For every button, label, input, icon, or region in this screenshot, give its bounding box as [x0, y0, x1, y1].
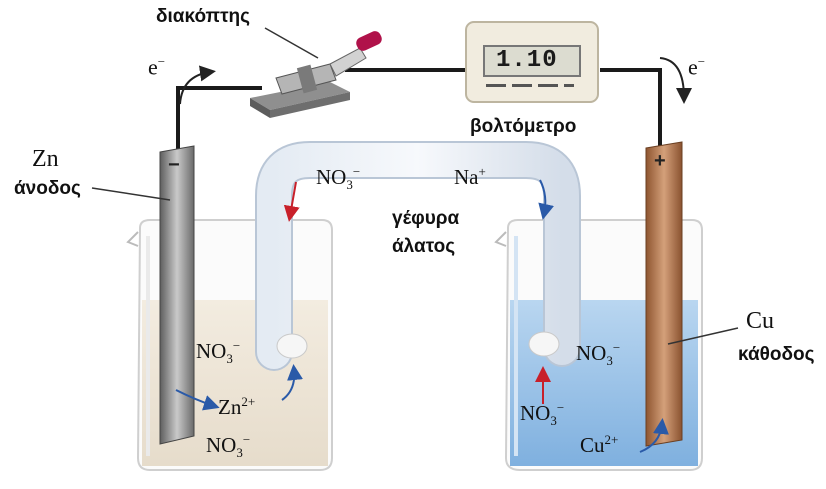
- voltmeter-label: βολτόμετρο: [470, 116, 577, 137]
- switch: [250, 31, 382, 118]
- zinc-electrode: [159, 145, 195, 445]
- bridge-plug-left: [276, 333, 308, 359]
- ion-nitrate-bridge: NO3−: [316, 164, 361, 193]
- ion-nitrate-left-lower: NO3−: [206, 432, 251, 461]
- ion-copper: Cu2+: [580, 432, 619, 457]
- ion-nitrate-right-upper: NO3−: [576, 340, 621, 369]
- zinc-ion-arrow: [175, 389, 220, 411]
- ion-nitrate-left-upper: NO3−: [196, 338, 241, 367]
- cathode-pointer-line: [667, 327, 739, 345]
- switch-label: διακόπτης: [156, 6, 251, 27]
- electron-label-left: e−: [148, 54, 166, 80]
- salt-bridge-label-line1: γέφυρα: [392, 208, 460, 229]
- nitrate-arrow-to-bridge-left: [281, 364, 303, 401]
- circuit-wire: [176, 86, 262, 160]
- circuit-wire-right: [600, 68, 662, 148]
- cathode-name-label: κάθοδος: [738, 344, 815, 365]
- salt-bridge-label-line2: άλατος: [392, 236, 456, 257]
- cathode-sign: +: [654, 150, 666, 172]
- switch-pointer-line: [264, 27, 319, 59]
- copper-ion-arrow: [639, 418, 669, 453]
- sodium-arrow-bridge-right: [538, 179, 554, 220]
- electron-arrow-right: [659, 57, 692, 104]
- salt-bridge: [255, 141, 581, 371]
- cathode-metal-label: Cu: [746, 308, 775, 334]
- electron-arrow-left: [179, 65, 216, 105]
- anode-name-label: άνοδος: [14, 178, 81, 199]
- anode-sign: −: [168, 154, 180, 176]
- anode-pointer-line: [91, 187, 171, 201]
- nitrate-arrow-bridge-left: [283, 181, 300, 222]
- ion-zinc: Zn2+: [218, 394, 256, 419]
- meter-reading: 1.10: [496, 47, 558, 74]
- voltmeter: [465, 21, 599, 103]
- copper-electrode: [645, 141, 683, 447]
- anode-metal-label: Zn: [32, 146, 59, 172]
- ion-sodium-bridge: Na+: [454, 164, 486, 189]
- ion-nitrate-right-lower: NO3−: [520, 400, 565, 429]
- electron-label-right: e−: [688, 54, 706, 80]
- bridge-plug-right: [528, 331, 560, 357]
